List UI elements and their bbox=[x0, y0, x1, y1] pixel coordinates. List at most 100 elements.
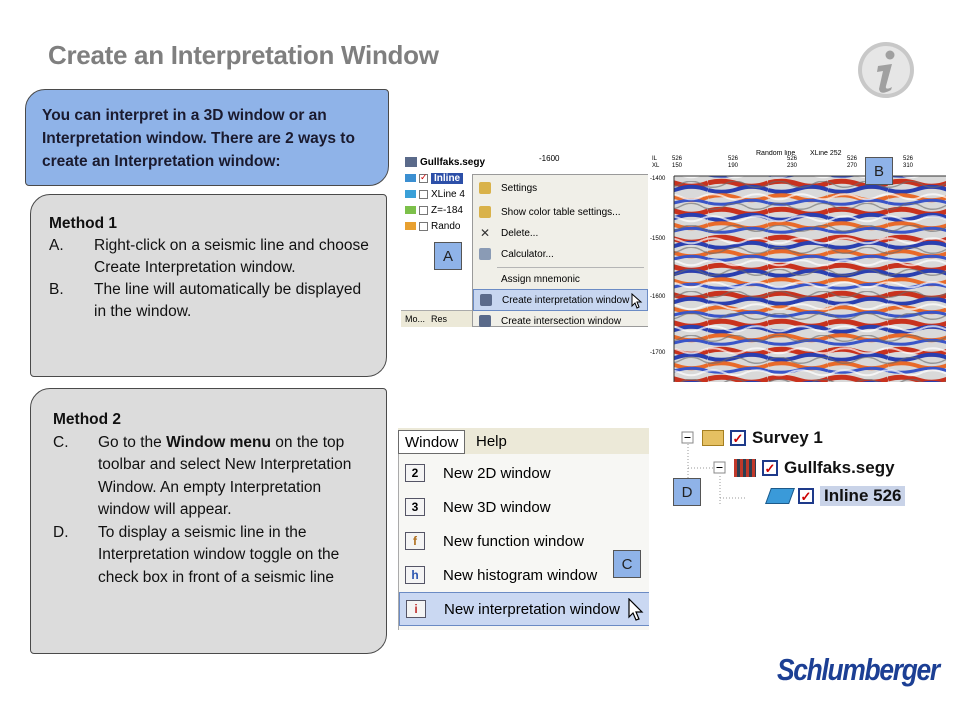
header-cell: 310 bbox=[903, 163, 914, 169]
tree-row: Z=-184 bbox=[405, 202, 463, 218]
blank-icon bbox=[479, 273, 491, 285]
color-table-icon bbox=[479, 206, 491, 218]
header-row-il: IL bbox=[652, 156, 657, 163]
item-text: The line will automatically be displayed… bbox=[94, 281, 362, 320]
label-b: B bbox=[865, 157, 893, 185]
tree-row: ✓ Inline bbox=[405, 170, 464, 186]
screenshot-context-menu: Gullfaks.segy ✓ Inline XLine 4 Z=-184 Ra… bbox=[401, 152, 649, 327]
cube-icon bbox=[734, 459, 756, 477]
item-text-pre: Go to the bbox=[98, 433, 167, 451]
menu-item-label: New histogram window bbox=[443, 566, 598, 584]
menu-item-color-table[interactable]: Show color table settings... bbox=[473, 202, 648, 222]
seismic-image bbox=[673, 175, 946, 382]
item-text: To display a seismic line in the Interpr… bbox=[98, 523, 340, 586]
tree-lines bbox=[681, 431, 746, 506]
method1-box: Method 1 A. Right-click on a seismic lin… bbox=[30, 194, 387, 377]
menu-item-new-2d-window[interactable]: 2 New 2D window bbox=[399, 456, 649, 490]
menu-item-create-interpretation-window[interactable]: Create interpretation window bbox=[473, 289, 648, 311]
checkbox[interactable] bbox=[419, 221, 428, 231]
method1-item-a: A. Right-click on a seismic line and cho… bbox=[49, 235, 372, 279]
checkbox[interactable]: ✓ bbox=[762, 460, 778, 476]
checkbox[interactable] bbox=[419, 205, 428, 215]
checkbox[interactable]: ✓ bbox=[798, 488, 814, 504]
menu-item-calculator[interactable]: Calculator... bbox=[473, 244, 648, 264]
menu-item-settings[interactable]: Settings bbox=[473, 178, 648, 198]
context-menu: Settings Show color table settings... ✕D… bbox=[472, 174, 649, 327]
tree-row: XLine 4 bbox=[405, 186, 465, 202]
header-cell: 526 bbox=[903, 156, 914, 162]
checkbox[interactable]: ✓ bbox=[419, 171, 428, 183]
schlumberger-logo: Schlumberger bbox=[777, 652, 940, 687]
menu-item-new-histogram-window[interactable]: h New histogram window bbox=[399, 558, 649, 592]
depth-label: -1700 bbox=[650, 350, 666, 356]
checkbox[interactable]: ✓ bbox=[730, 430, 746, 446]
tree-row: Gullfaks.segy bbox=[405, 154, 485, 170]
item-key: D. bbox=[53, 523, 69, 541]
item-key: A. bbox=[49, 237, 64, 254]
item-text-post: on the top toolbar and select New Interp… bbox=[98, 433, 352, 519]
header-cell: 230 bbox=[787, 163, 798, 169]
header-cell: IL bbox=[652, 156, 658, 162]
histogram-window-icon: h bbox=[405, 566, 425, 584]
menu-item-label: Delete... bbox=[501, 227, 539, 239]
menu-item-label: New function window bbox=[443, 532, 584, 550]
menu-item-label: Create interpretation window bbox=[502, 294, 630, 306]
menu-help[interactable]: Help bbox=[476, 432, 507, 450]
info-icon bbox=[858, 42, 914, 98]
folder-icon bbox=[702, 430, 724, 446]
menu-item-label: Create intersection window bbox=[501, 315, 622, 327]
header-cell: 526 bbox=[728, 156, 739, 162]
tab-models[interactable]: Mo... bbox=[405, 314, 426, 324]
tree-label: Inline bbox=[431, 172, 464, 184]
intro-box: You can interpret in a 3D window or an I… bbox=[25, 89, 389, 186]
menu-item-label: New 2D window bbox=[443, 464, 551, 482]
menu-item-label: New interpretation window bbox=[444, 600, 620, 618]
tree-label: Gullfaks.segy bbox=[420, 156, 486, 168]
2d-window-icon: 2 bbox=[405, 464, 425, 482]
menu-item-assign-mnemonic[interactable]: Assign mnemonic bbox=[473, 269, 648, 289]
header-cell: 526 bbox=[787, 156, 798, 162]
tree-label: Inline 526 bbox=[820, 486, 906, 506]
method2-heading: Method 2 bbox=[53, 411, 122, 428]
header-cell: XL bbox=[652, 163, 660, 169]
screenshot-input-tree: ✓ Survey 1 ✓ Gullfaks.segy ✓ Inline 526 bbox=[676, 420, 944, 520]
tree-row-survey: ✓ Survey 1 bbox=[702, 428, 823, 448]
tree-label: Rando bbox=[431, 220, 461, 232]
axis-label: -1600 bbox=[539, 154, 560, 163]
bottom-tabs: Mo... Res bbox=[401, 310, 481, 327]
checkbox[interactable] bbox=[419, 189, 428, 199]
depth-label: -1500 bbox=[650, 236, 666, 242]
menu-item-delete[interactable]: ✕Delete... bbox=[473, 223, 648, 243]
header-cell: 526 bbox=[672, 156, 683, 162]
calculator-icon bbox=[479, 248, 491, 260]
tree-label: Gullfaks.segy bbox=[784, 458, 895, 477]
menu-item-label: Settings bbox=[501, 182, 538, 194]
cube-icon bbox=[405, 157, 417, 167]
layer-icon bbox=[405, 190, 416, 198]
random-line-label: Random line bbox=[756, 150, 796, 157]
method2-item-d: D. To display a seismic line in the Inte… bbox=[53, 522, 372, 590]
tree-row-gullfaks: ✓ Gullfaks.segy bbox=[734, 458, 895, 478]
label-a: A bbox=[434, 242, 462, 270]
settings-icon bbox=[479, 182, 491, 194]
menu-window[interactable]: Window bbox=[398, 430, 466, 454]
tree-row-inline: ✓ Inline 526 bbox=[765, 486, 906, 506]
menu-separator bbox=[497, 267, 644, 268]
menu-item-label: Assign mnemonic bbox=[501, 273, 580, 285]
label-d: D bbox=[673, 478, 701, 506]
method2-item-c: C. Go to the Window menu on the top tool… bbox=[53, 432, 372, 522]
item-text: Go to the Window menu on the top toolbar… bbox=[98, 432, 372, 522]
tab-results[interactable]: Res bbox=[431, 314, 448, 324]
menu-item-create-intersection-window[interactable]: Create intersection window bbox=[473, 311, 648, 327]
menu-item-label: New 3D window bbox=[443, 498, 551, 516]
tree-row: Rando bbox=[405, 218, 460, 234]
